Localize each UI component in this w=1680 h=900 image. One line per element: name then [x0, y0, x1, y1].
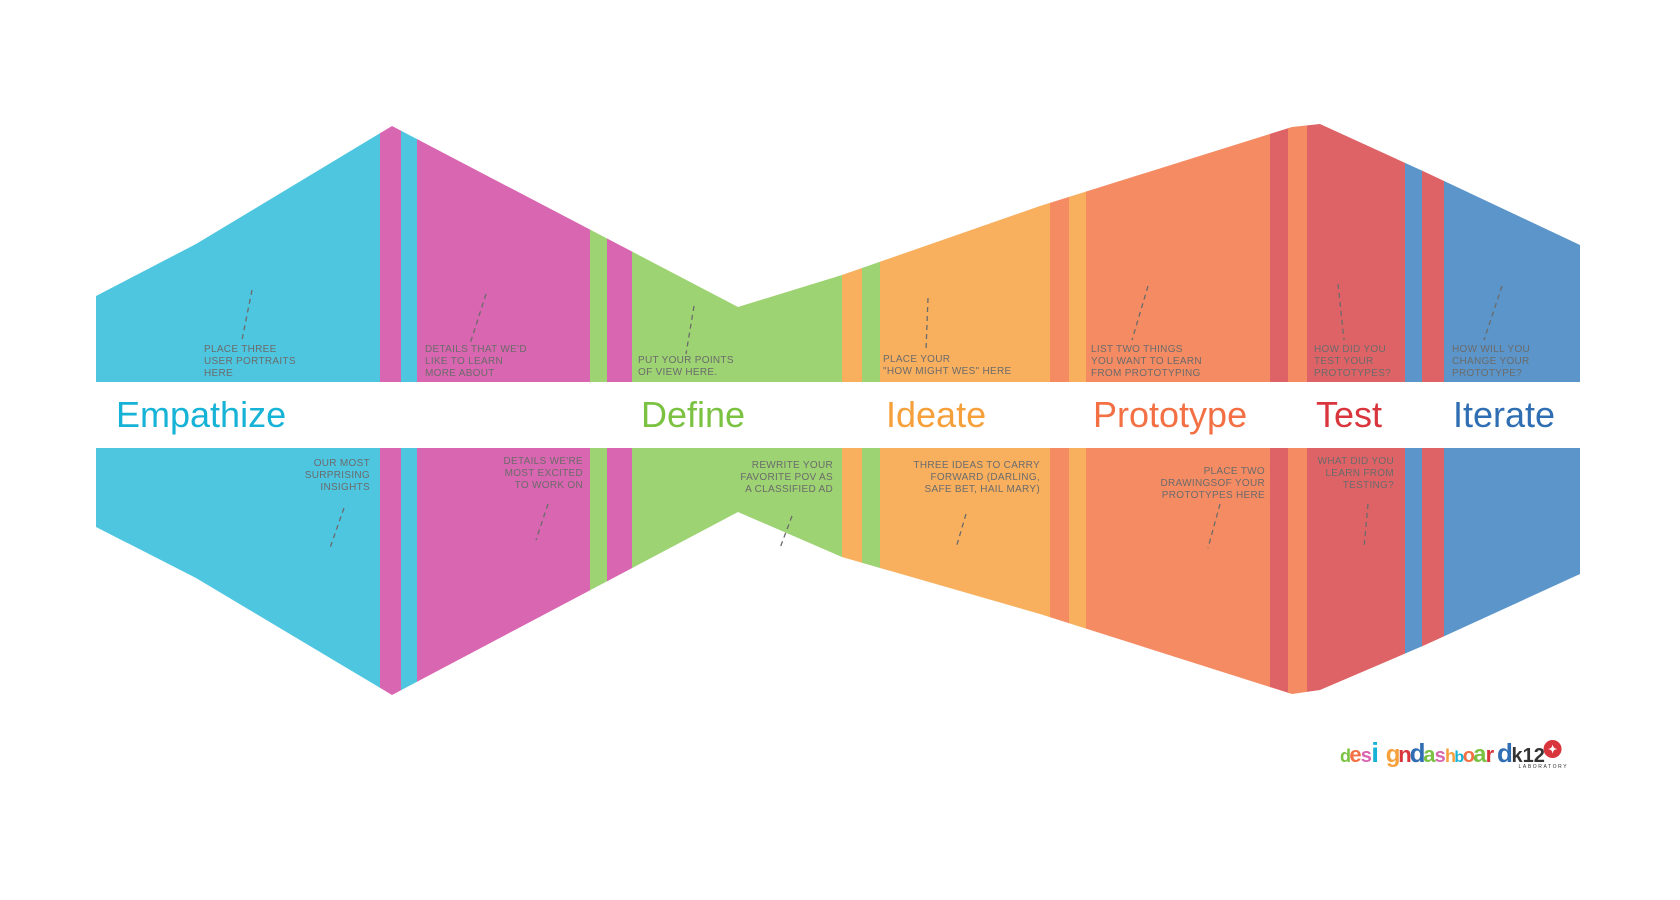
leader-line: [1207, 503, 1221, 549]
prompt-top: PLACE YOUR"HOW MIGHT WES" HERE: [883, 354, 1012, 377]
logo-letter: i: [1371, 737, 1379, 768]
leader-line: [329, 507, 345, 549]
logo-suffix: k12: [1512, 745, 1545, 767]
logo-letter: d: [1410, 738, 1426, 768]
leader-line: [779, 515, 793, 549]
stage-label-band: [80, 382, 1600, 448]
logo-letter: d: [1497, 738, 1513, 768]
stage-label-test: Test: [1316, 394, 1382, 435]
logo-subtitle: LABORATORY: [1519, 764, 1569, 770]
leader-line: [1363, 503, 1369, 549]
logo-letter: a: [1473, 741, 1487, 768]
stage-labels: Empathize Define Ideate Prototype Test Iterat…: [116, 394, 1555, 435]
leader-line: [1483, 285, 1503, 341]
logo-letter: a: [1423, 742, 1436, 767]
leader-line: [1337, 283, 1345, 341]
leader-line: [955, 513, 967, 549]
logo-badge-icon: [1543, 740, 1562, 758]
leader-line: [1131, 285, 1149, 341]
leader-line: [535, 503, 549, 541]
logo-star-icon: ✦: [1548, 744, 1557, 756]
logo-letter: o: [1463, 745, 1475, 767]
logo-letter: b: [1454, 749, 1464, 766]
logo-letter: n: [1398, 742, 1411, 767]
stage-label-prototype: Prototype: [1093, 394, 1247, 435]
logo-letter: r: [1486, 742, 1495, 767]
stage-label-ideate: Ideate: [886, 394, 986, 435]
leader-line: [685, 305, 695, 355]
logo-letter: h: [1445, 746, 1456, 766]
logo-letter: d: [1340, 746, 1351, 766]
stage-label-iterate: Iterate: [1453, 394, 1555, 435]
logo-letter: g: [1386, 741, 1401, 768]
stage-label-empathize: Empathize: [116, 394, 286, 435]
logo-letter: s: [1435, 745, 1446, 767]
logo-letter: s: [1361, 745, 1372, 767]
logo-letter: e: [1349, 742, 1361, 767]
stage-label-define: Define: [641, 394, 745, 435]
